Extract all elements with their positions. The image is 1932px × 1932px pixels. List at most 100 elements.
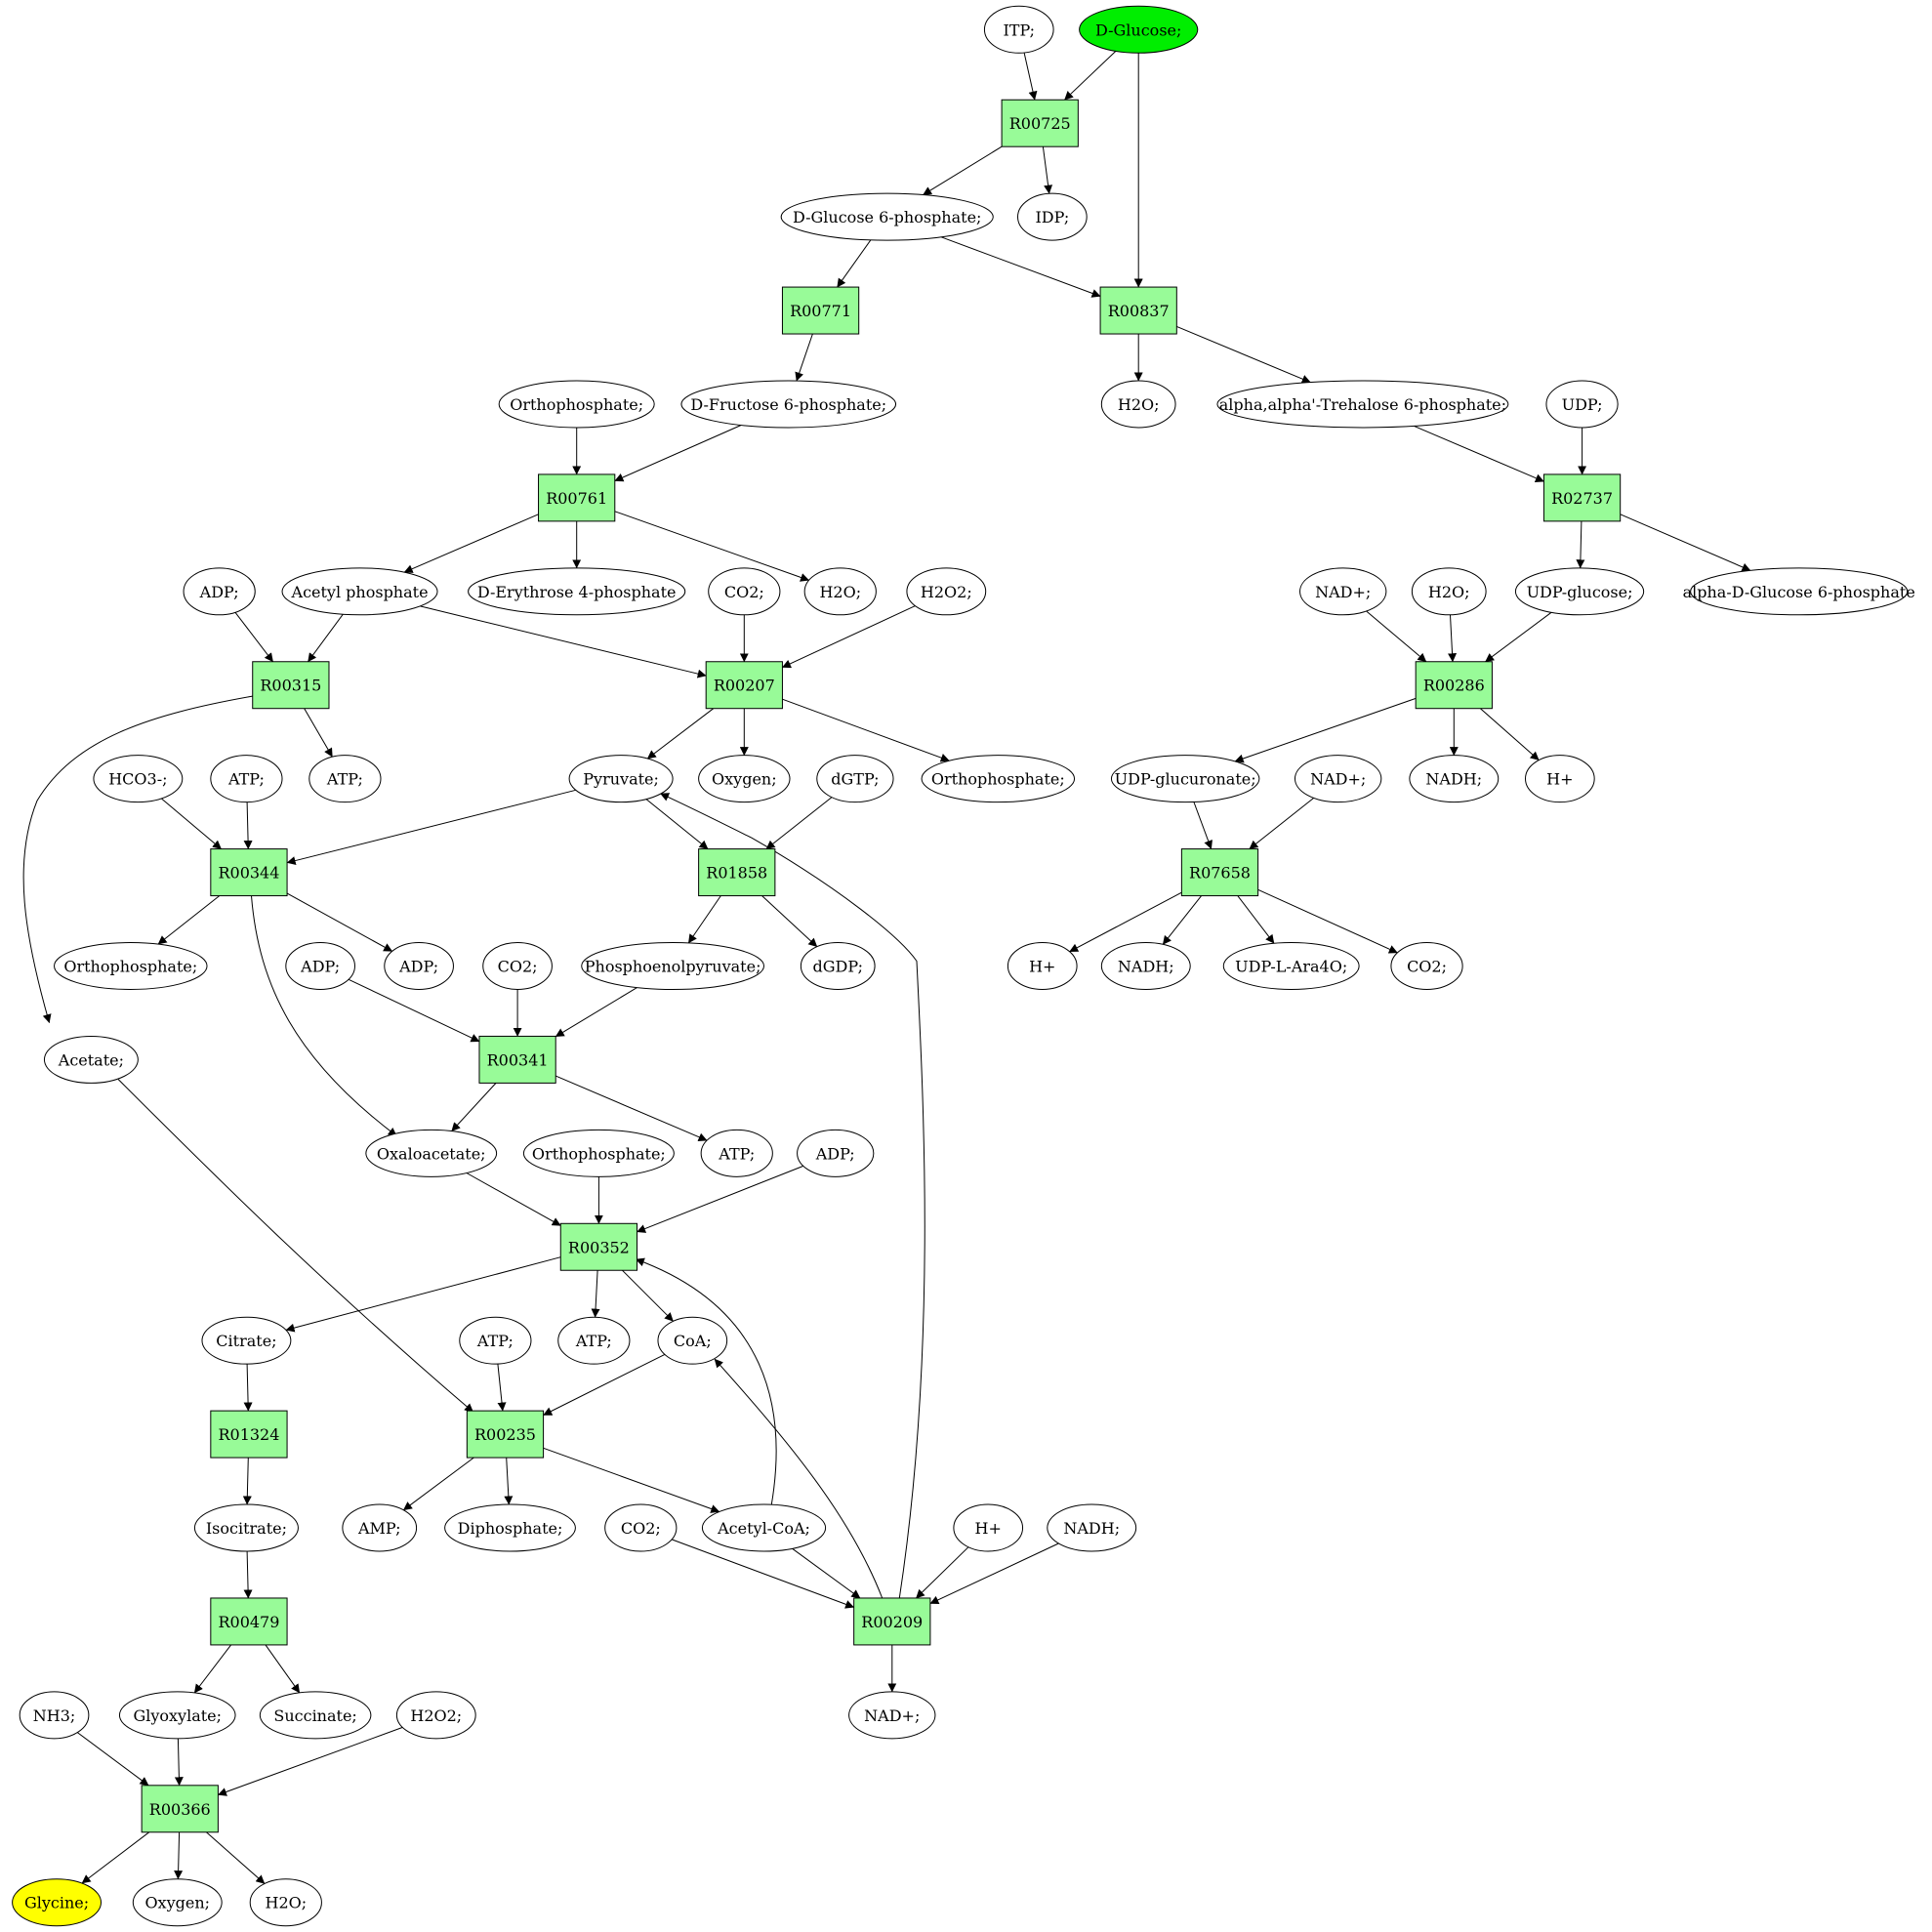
metabolite-node-h1[interactable]: H+ <box>1525 755 1595 803</box>
metabolite-label: Orthophosphate; <box>63 958 197 976</box>
metabolite-node-udpara[interactable]: UDP-L-Ara4O; <box>1222 942 1360 990</box>
metabolite-node-adp1[interactable]: ADP; <box>183 567 256 616</box>
reaction-node-r00344[interactable]: R00344 <box>210 848 288 897</box>
metabolite-node-pi3[interactable]: Orthophosphate; <box>54 942 208 990</box>
reaction-node-r00837[interactable]: R00837 <box>1099 286 1177 335</box>
metabolite-node-atp4[interactable]: ATP; <box>459 1316 532 1365</box>
metabolite-ellipse <box>482 942 553 990</box>
edge-m_f6p-to-R00761 <box>614 425 742 482</box>
reaction-node-r00207[interactable]: R00207 <box>705 661 783 710</box>
edge-m_nh3-to-R00366 <box>77 1732 149 1787</box>
metabolite-node-gly[interactable]: Glycine; <box>12 1878 102 1927</box>
metabolite-ellipse <box>1299 567 1387 616</box>
reaction-node-r00286[interactable]: R00286 <box>1415 661 1493 710</box>
metabolite-label: D-Glucose 6-phosphate; <box>793 208 981 226</box>
reaction-node-r00315[interactable]: R00315 <box>252 661 330 710</box>
metabolite-node-ppi[interactable]: Diphosphate; <box>444 1503 576 1552</box>
metabolite-node-succ[interactable]: Succinate; <box>259 1691 372 1740</box>
metabolite-node-co2d[interactable]: CO2; <box>604 1503 678 1552</box>
metabolite-node-nadh3[interactable]: NADH; <box>1047 1503 1137 1552</box>
metabolite-node-udp[interactable]: UDP; <box>1545 380 1619 429</box>
metabolite-node-oaa[interactable]: Oxaloacetate; <box>365 1129 498 1177</box>
metabolite-node-pyr[interactable]: Pyruvate; <box>568 755 674 803</box>
metabolite-node-atp3[interactable]: ATP; <box>700 1129 773 1177</box>
metabolite-node-cit[interactable]: Citrate; <box>201 1316 292 1365</box>
metabolite-label: ADP; <box>815 1144 855 1163</box>
metabolite-node-g6p[interactable]: D-Glucose 6-phosphate; <box>780 192 994 241</box>
metabolite-node-glc[interactable]: D-Glucose; <box>1079 5 1199 54</box>
metabolite-node-t6p[interactable]: alpha,alpha'-Trehalose 6-phosphate; <box>1216 380 1509 429</box>
metabolite-node-h2o4[interactable]: H2O; <box>249 1878 322 1927</box>
metabolite-node-coa[interactable]: CoA; <box>657 1316 728 1365</box>
metabolite-node-pi2[interactable]: Orthophosphate; <box>921 755 1076 803</box>
metabolite-label: UDP-glucuronate; <box>1115 770 1256 789</box>
metabolite-node-pi1[interactable]: Orthophosphate; <box>498 380 655 429</box>
reaction-node-r00366[interactable]: R00366 <box>141 1785 219 1833</box>
metabolite-node-nadh2[interactable]: NADH; <box>1100 942 1191 990</box>
metabolite-node-co2a[interactable]: CO2; <box>708 567 781 616</box>
metabolite-node-h2o2a[interactable]: H2O2; <box>906 567 987 616</box>
metabolite-node-dgtp[interactable]: dGTP; <box>816 755 894 803</box>
metabolite-node-accoa[interactable]: Acetyl-CoA; <box>701 1503 827 1552</box>
metabolite-node-amp[interactable]: AMP; <box>342 1503 418 1552</box>
metabolite-node-nad1[interactable]: NAD+; <box>1299 567 1387 616</box>
metabolite-node-adp2[interactable]: ADP; <box>285 942 355 990</box>
metabolite-node-oxy1[interactable]: Oxygen; <box>698 755 791 803</box>
reaction-node-r01858[interactable]: R01858 <box>698 848 776 897</box>
metabolite-node-nad3[interactable]: NAD+; <box>848 1691 936 1740</box>
reaction-node-r00235[interactable]: R00235 <box>466 1410 545 1459</box>
metabolite-node-pep[interactable]: Phosphoenolpyruvate; <box>581 942 765 990</box>
metabolite-node-h3[interactable]: H+ <box>953 1503 1024 1552</box>
metabolite-node-ag6p[interactable]: alpha-D-Glucose 6-phosphate <box>1683 567 1915 616</box>
metabolite-node-pi4[interactable]: Orthophosphate; <box>522 1129 675 1177</box>
metabolite-node-atp5[interactable]: ATP; <box>557 1316 631 1365</box>
metabolite-node-hco3[interactable]: HCO3-; <box>93 755 184 803</box>
reaction-node-r07658[interactable]: R07658 <box>1180 848 1259 897</box>
metabolite-node-icit[interactable]: Isocitrate; <box>193 1503 299 1552</box>
metabolite-ellipse <box>201 1316 292 1365</box>
metabolite-node-nh3[interactable]: NH3; <box>19 1691 90 1740</box>
reaction-node-r00352[interactable]: R00352 <box>559 1222 638 1271</box>
metabolite-node-dgdp[interactable]: dGDP; <box>800 942 876 990</box>
reaction-node-r02737[interactable]: R02737 <box>1542 473 1622 522</box>
reaction-box <box>853 1597 931 1646</box>
metabolite-node-udpgl[interactable]: UDP-glucuronate; <box>1110 755 1260 803</box>
metabolite-label: Succinate; <box>273 1706 356 1725</box>
metabolite-node-itp[interactable]: ITP; <box>983 5 1054 54</box>
metabolite-node-udpg[interactable]: UDP-glucose; <box>1514 567 1645 616</box>
metabolite-node-f6p[interactable]: D-Fructose 6-phosphate; <box>680 380 897 429</box>
metabolite-node-h2o2b[interactable]: H2O2; <box>395 1691 476 1740</box>
metabolite-node-nad2[interactable]: NAD+; <box>1294 755 1382 803</box>
metabolite-ellipse <box>132 1878 223 1927</box>
metabolite-node-nadh1[interactable]: NADH; <box>1409 755 1500 803</box>
metabolite-node-h2o1[interactable]: H2O; <box>1100 380 1176 429</box>
metabolite-node-oxy2[interactable]: Oxygen; <box>132 1878 223 1927</box>
edge-R07658-to-m_h2 <box>1069 891 1182 953</box>
reaction-node-r00341[interactable]: R00341 <box>478 1035 556 1084</box>
metabolite-node-co2b[interactable]: CO2; <box>482 942 553 990</box>
metabolite-ellipse <box>701 1503 827 1552</box>
metabolite-node-co2c[interactable]: CO2; <box>1390 942 1463 990</box>
reaction-node-r00761[interactable]: R00761 <box>538 473 616 522</box>
metabolite-node-acp[interactable]: Acetyl phosphate <box>281 567 438 616</box>
metabolite-node-h2o3[interactable]: H2O; <box>1411 567 1487 616</box>
metabolite-node-e4p[interactable]: D-Erythrose 4-phosphate <box>468 567 686 616</box>
metabolite-node-h2o2[interactable]: H2O; <box>803 567 877 616</box>
reaction-node-r00771[interactable]: R00771 <box>781 286 860 335</box>
metabolite-node-glx[interactable]: Glyoxylate; <box>118 1691 236 1740</box>
metabolite-node-adp3[interactable]: ADP; <box>384 942 454 990</box>
reaction-node-r01324[interactable]: R01324 <box>210 1410 288 1459</box>
metabolite-node-adp4[interactable]: ADP; <box>797 1129 875 1177</box>
metabolite-label: Isocitrate; <box>206 1519 287 1538</box>
metabolite-label: dGDP; <box>813 958 863 976</box>
reaction-node-r00479[interactable]: R00479 <box>210 1597 288 1646</box>
reaction-node-r00209[interactable]: R00209 <box>853 1597 931 1646</box>
metabolite-node-ac[interactable]: Acetate; <box>43 1035 139 1084</box>
reaction-node-r00725[interactable]: R00725 <box>1001 99 1079 147</box>
edge-R00837-to-m_t6p <box>1176 325 1311 384</box>
metabolite-node-atp2[interactable]: ATP; <box>308 755 382 803</box>
metabolite-ellipse <box>983 5 1054 54</box>
metabolite-node-h2[interactable]: H+ <box>1007 942 1078 990</box>
metabolite-node-idp[interactable]: IDP; <box>1017 192 1088 241</box>
metabolite-node-atp1[interactable]: ATP; <box>210 755 283 803</box>
